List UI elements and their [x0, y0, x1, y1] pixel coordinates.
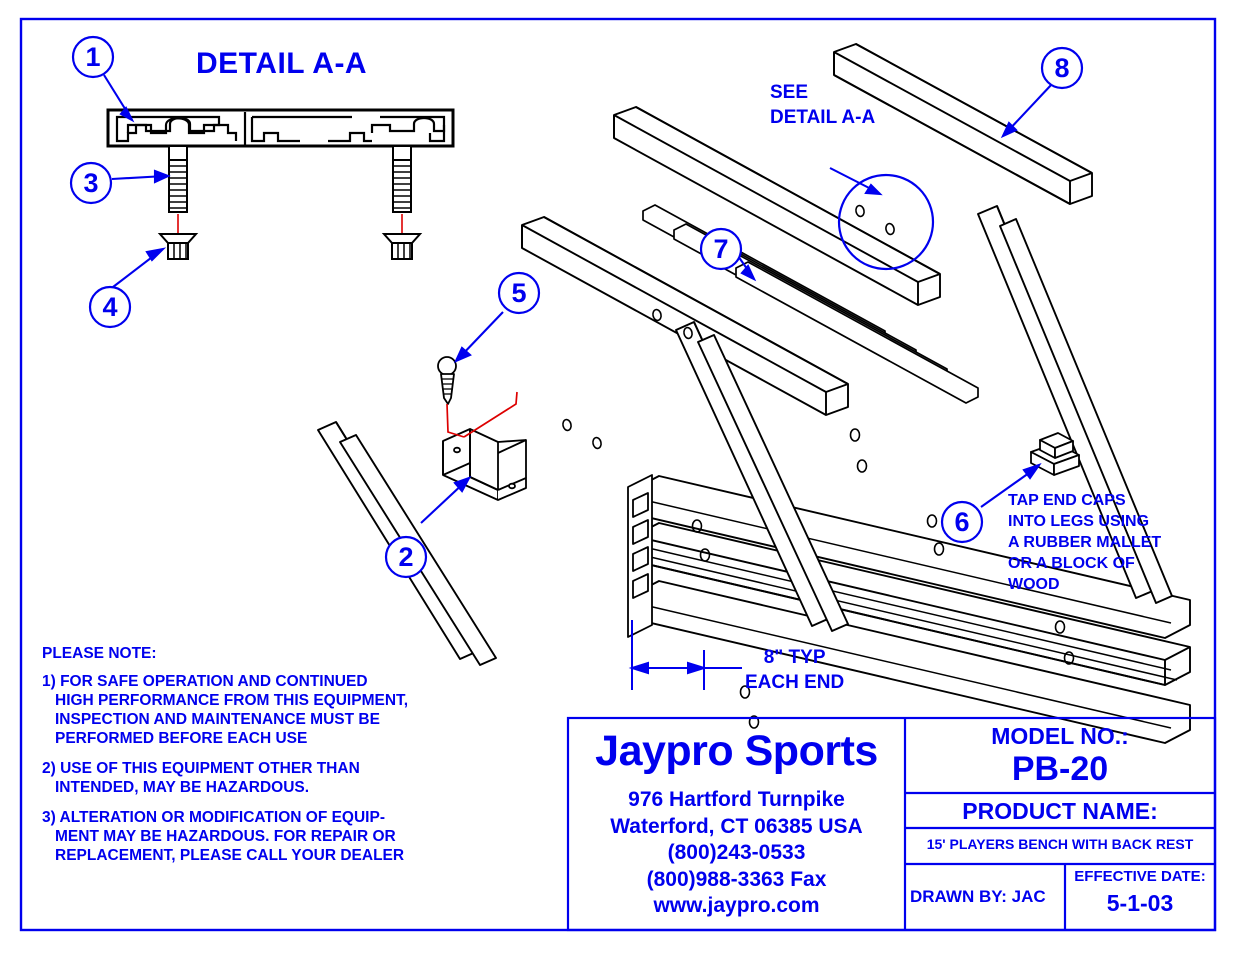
end-cap-note: TAP END CAPS INTO LEGS USING A RUBBER MA… — [1008, 490, 1161, 595]
callout-label-5[interactable]: 5 — [511, 278, 527, 308]
end-cap-note-line-3: A RUBBER MALLET — [1008, 534, 1162, 551]
callout-circle-5 — [497, 271, 541, 315]
callout-label-3[interactable]: 3 — [83, 168, 99, 198]
end-cap-note-line-4: OR A BLOCK OF — [1008, 555, 1135, 572]
callout-circle-7 — [699, 227, 743, 271]
see-detail-line-2: DETAIL A-A — [770, 107, 876, 128]
note-item-2: 2) USE OF THIS EQUIPMENT OTHER THAN INTE… — [42, 759, 408, 797]
model-no-value: PB-20 — [1011, 750, 1109, 788]
dimension-label: 8" TYP EACH END — [745, 645, 844, 695]
effective-date-value: 5-1-03 — [1106, 890, 1174, 916]
bolt-left — [168, 145, 188, 213]
rail-7 — [521, 216, 849, 416]
callout-label-4[interactable]: 4 — [102, 292, 118, 322]
rail-8 — [833, 43, 1093, 205]
title-block-frame — [566, 716, 1217, 932]
see-detail-annotation: SEE DETAIL A-A — [770, 80, 875, 130]
note-1-line-3: INSPECTION AND MAINTENANCE MUST BE — [55, 711, 380, 728]
note-1-line-4: PERFORMED BEFORE EACH USE — [55, 730, 308, 747]
note-2-line-1: 2) USE OF THIS EQUIPMENT OTHER THAN — [42, 760, 360, 777]
bolt-holes — [562, 204, 1075, 729]
drawn-by-value: DRAWN BY: JAC — [910, 887, 1046, 906]
insert-right — [381, 233, 423, 260]
address-website[interactable]: www.jaypro.com — [653, 894, 820, 917]
explode-leaders — [446, 391, 518, 438]
end-cap — [1030, 432, 1080, 476]
callout-circle-4 — [88, 285, 132, 329]
dimension-line-2: EACH END — [745, 672, 845, 693]
note-3-line-3: REPLACEMENT, PLEASE CALL YOUR DEALER — [55, 847, 405, 864]
detail-aa-overlay — [106, 108, 455, 148]
insert-left — [157, 233, 199, 260]
end-cap-note-line-5: WOOD — [1008, 576, 1060, 593]
screw-item5 — [437, 356, 457, 405]
leader-lines — [103, 74, 1053, 524]
detail-aa-clean — [106, 108, 455, 148]
callout-circle-1 — [71, 35, 115, 79]
product-name-label: PRODUCT NAME: — [962, 798, 1158, 824]
seat-end-profile — [627, 474, 653, 638]
note-3-line-2: MENT MAY BE HAZARDOUS. FOR REPAIR OR — [55, 828, 396, 845]
address-phone: (800)243-0533 — [667, 841, 806, 864]
note-2-line-2: INTENDED, MAY BE HAZARDOUS. — [55, 779, 310, 796]
note-item-1: 1) FOR SAFE OPERATION AND CONTINUED HIGH… — [42, 672, 408, 748]
dimension-line-1: 8" TYP — [763, 647, 826, 668]
company-name: Jaypro Sports — [595, 727, 878, 775]
callout-label-8[interactable]: 8 — [1054, 53, 1070, 83]
callout-circle-6 — [940, 500, 984, 544]
note-1-line-2: HIGH PERFORMANCE FROM THIS EQUIPMENT, — [55, 692, 409, 709]
address-fax: (800)988-3363 Fax — [646, 867, 827, 891]
callout-label-6[interactable]: 6 — [954, 507, 970, 537]
detail-aa-title: DETAIL A-A — [196, 47, 368, 80]
rail-mid-upper — [613, 106, 941, 306]
company-address: 976 Hartford Turnpike Waterford, CT 0638… — [568, 787, 905, 920]
mount-bracket — [442, 428, 527, 501]
callout-circle-3 — [69, 161, 113, 205]
bolt-right — [392, 145, 412, 213]
product-name-value: 15' PLAYERS BENCH WITH BACK REST — [926, 836, 1194, 852]
callout-label-2[interactable]: 2 — [398, 542, 414, 572]
effective-date-label: EFFECTIVE DATE: — [1074, 868, 1206, 885]
note-1-line-1: 1) FOR SAFE OPERATION AND CONTINUED — [42, 673, 368, 690]
model-no-label: MODEL NO.: — [991, 723, 1129, 749]
address-line-1: 976 Hartford Turnpike — [628, 788, 845, 811]
end-cap-note-line-1: TAP END CAPS — [1008, 492, 1126, 509]
detail-aa-highlight-circle — [837, 173, 935, 271]
callout-circles — [69, 35, 1084, 579]
note-item-3: 3) ALTERATION OR MODIFICATION OF EQUIP- … — [42, 808, 408, 865]
end-cap-note-line-2: INTO LEGS USING — [1008, 513, 1150, 530]
note-3-line-1: 3) ALTERATION OR MODIFICATION OF EQUIP- — [42, 809, 385, 826]
see-detail-line-1: SEE — [770, 82, 809, 103]
dimension-8in — [628, 620, 742, 690]
callout-circle-8 — [1040, 46, 1084, 90]
callout-circle-2 — [384, 535, 428, 579]
notes-block: PLEASE NOTE: 1) FOR SAFE OPERATION AND C… — [42, 645, 408, 865]
address-line-2: Waterford, CT 06385 USA — [610, 814, 863, 838]
callout-label-7[interactable]: 7 — [713, 234, 729, 264]
callout-label-1[interactable]: 1 — [85, 42, 101, 72]
notes-header: PLEASE NOTE: — [42, 645, 157, 662]
